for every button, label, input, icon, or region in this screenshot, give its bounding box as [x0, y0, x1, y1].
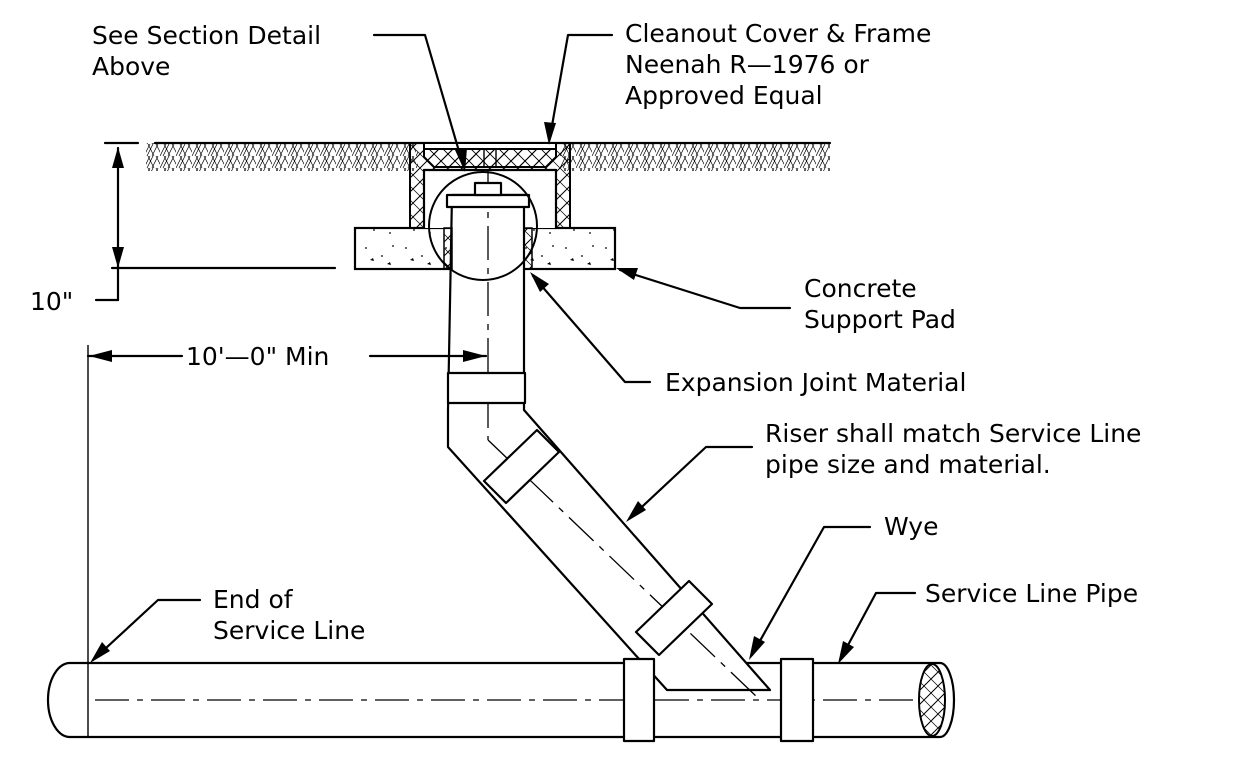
pipe-couplings [446, 371, 815, 743]
depth-label: 10" [30, 287, 73, 316]
concrete-pad-label-1: Concrete [804, 274, 917, 303]
cleanout-cover-label-2: Neenah R—1976 or [625, 50, 870, 79]
ground-surface [103, 141, 832, 171]
concrete-pad-label-2: Support Pad [804, 305, 956, 334]
min-distance-dimension [86, 345, 488, 737]
end-of-service-label-2: Service Line [213, 616, 365, 645]
depth-dimension [94, 146, 337, 302]
cleanout-cover-label-3: Approved Equal [625, 81, 823, 110]
cleanout-cover-label-1: Cleanout Cover & Frame [625, 19, 931, 48]
see-section-label-2: Above [92, 52, 170, 81]
annotation-labels: See Section Detail Above Cleanout Cover … [30, 19, 1141, 645]
expansion-joint-label: Expansion Joint Material [665, 368, 966, 397]
riser-label-1: Riser shall match Service Line [765, 419, 1141, 448]
riser-label-2: pipe size and material. [765, 450, 1051, 479]
min-distance-label: 10'—0" Min [186, 342, 329, 371]
cleanout-cover [423, 142, 557, 168]
leader-lines [90, 33, 917, 664]
section-detail-callout-circle [428, 171, 538, 281]
see-section-label-1: See Section Detail [92, 21, 321, 50]
service-line-pipe [46, 661, 956, 739]
service-line-pipe-label: Service Line Pipe [925, 579, 1138, 608]
end-of-service-label-1: End of [213, 585, 294, 614]
wye-label: Wye [884, 512, 938, 541]
